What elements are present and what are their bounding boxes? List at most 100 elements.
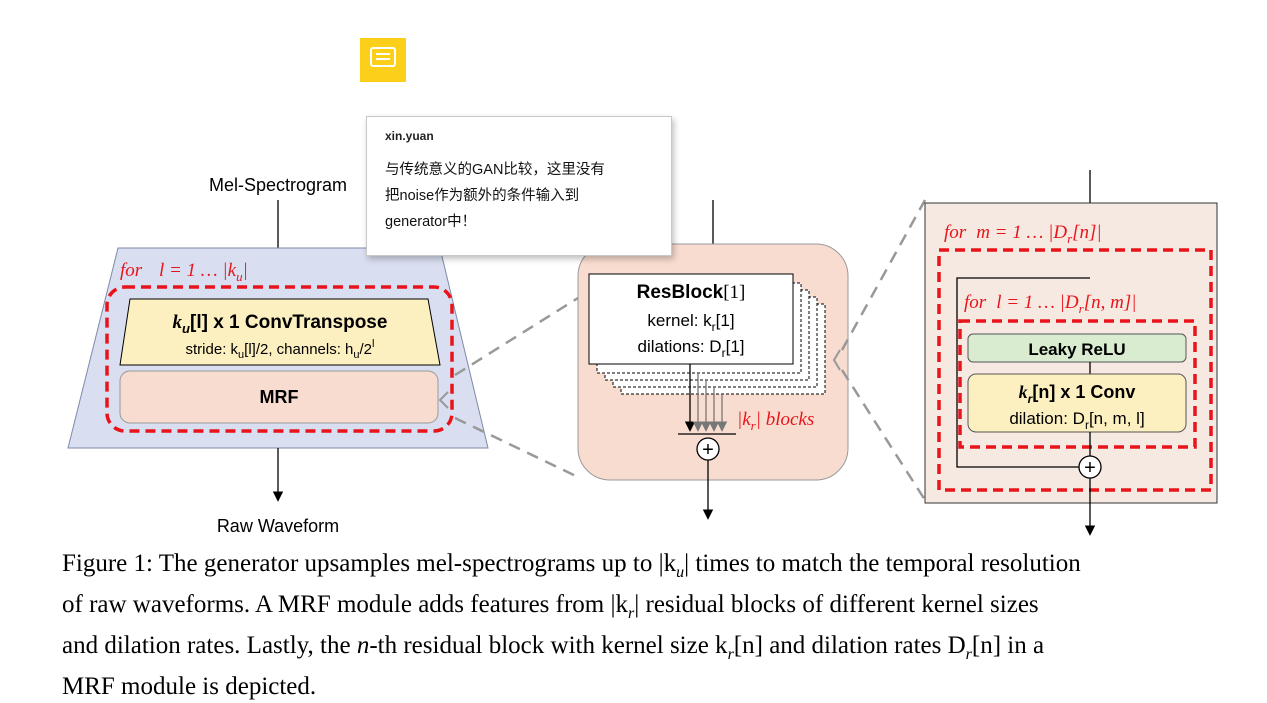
outer-sub: r bbox=[1067, 231, 1073, 246]
caption-line-1: Figure 1: The generator upsamples mel-sp… bbox=[62, 548, 1232, 589]
convT-stride: stride: k bbox=[186, 341, 239, 358]
conv-block bbox=[967, 373, 1187, 433]
output-label: Raw Waveform bbox=[217, 516, 339, 536]
input-label: Mel-Spectrogram bbox=[209, 175, 347, 195]
caption-line-4: MRF module is depicted. bbox=[62, 673, 317, 700]
inner-b: [n, m]| bbox=[1084, 292, 1137, 313]
comment-icon-line-1 bbox=[376, 53, 390, 55]
left-loop-sub: u bbox=[236, 269, 243, 284]
mrf-label: MRF bbox=[260, 387, 299, 407]
resblock-dilations: dilations: Dr[1] bbox=[637, 337, 744, 360]
blocks-sub: r bbox=[751, 418, 757, 433]
blocks-b: | blocks bbox=[756, 409, 815, 430]
left-loop-dashed-box bbox=[105, 285, 454, 433]
blocks-label: |kr| blocks bbox=[737, 409, 814, 433]
resblock-1 bbox=[588, 273, 794, 365]
inner-loop-label: for l = 1 … |Dr[n, m]| bbox=[964, 292, 1136, 316]
convT-ch-sup: l bbox=[372, 338, 374, 350]
dil-sub: r bbox=[722, 346, 726, 360]
left-loop-label: for l = 1 … |ku| bbox=[120, 260, 248, 284]
figure-caption: Figure 1: The generator upsamples mel-sp… bbox=[62, 548, 1232, 703]
inner-loop-dashed-box bbox=[958, 319, 1197, 449]
conv-title: kr[n] x 1 Conv bbox=[1019, 382, 1136, 406]
zoom-connector-top-2 bbox=[840, 199, 927, 351]
left-loop-var: l = 1 … |k bbox=[159, 260, 237, 281]
zoom-connector-bottom bbox=[454, 416, 581, 480]
cap-1b: | times to match the temporal resolution bbox=[684, 550, 1081, 577]
convT-k: k bbox=[173, 312, 183, 333]
caption-line-2: of raw waveforms. A MRF module adds feat… bbox=[62, 589, 1232, 630]
mrf-bracket-left bbox=[438, 391, 449, 409]
comment-body: 与传统意义的GAN比较，这里没有把noise作为额外的条件输入到 generato… bbox=[385, 157, 653, 235]
inner-sub: r bbox=[1079, 301, 1085, 316]
resblock-title-b: [1] bbox=[723, 282, 745, 303]
conv-transpose-block bbox=[119, 298, 441, 366]
conv-k: k bbox=[1019, 382, 1028, 402]
cap-1-sub: u bbox=[676, 564, 685, 581]
cap-3-n: n bbox=[356, 632, 370, 659]
leaky-relu-block bbox=[967, 333, 1187, 363]
kernel-a: kernel: k bbox=[647, 311, 712, 330]
mrf-block bbox=[119, 370, 439, 424]
zoom-connector-bottom-2 bbox=[840, 369, 927, 501]
cap-3c: [n] and dilation rates D bbox=[733, 632, 966, 659]
resblock-arrows bbox=[678, 364, 736, 435]
cap-3-sub1: r bbox=[727, 646, 734, 663]
comment-icon[interactable] bbox=[360, 38, 406, 82]
comment-line-2: 把noise作为额外的条件输入到 bbox=[385, 188, 580, 204]
convT-stride-b: [l]/2, channels: h bbox=[244, 341, 353, 358]
conv-dil-sub: r bbox=[1085, 418, 1089, 432]
comment-icon-line-2 bbox=[376, 58, 390, 60]
outer-var: m = 1 … |D bbox=[976, 222, 1067, 243]
mid-plus: + bbox=[702, 439, 714, 461]
right-plus: + bbox=[1084, 457, 1096, 479]
cap-3-sub2: r bbox=[965, 646, 972, 663]
residual-skip-line bbox=[956, 277, 1090, 468]
comment-author: xin.yuan bbox=[385, 129, 434, 143]
left-loop-for: for bbox=[120, 260, 143, 281]
inner-var: l = 1 … |D bbox=[996, 292, 1079, 313]
comment-icon-frame bbox=[370, 47, 396, 67]
cap-2a: of raw waveforms. A MRF module adds feat… bbox=[62, 591, 629, 618]
inner-for: for bbox=[964, 292, 987, 313]
outer-for: for bbox=[944, 222, 967, 243]
outer-loop-label: for m = 1 … |Dr[n]| bbox=[944, 222, 1102, 246]
cap-1a: Figure 1: The generator upsamples mel-sp… bbox=[62, 550, 677, 577]
zoom-connector-top bbox=[454, 296, 579, 377]
conv-rest: [n] x 1 Conv bbox=[1032, 382, 1135, 402]
conv-dil-a: dilation: D bbox=[1009, 409, 1085, 428]
cap-3b: -th residual block with kernel size k bbox=[369, 632, 728, 659]
conv-transpose-params: stride: ku[l]/2, channels: hu/2l bbox=[186, 338, 375, 361]
conv-dil-b: [n, m, l] bbox=[1089, 409, 1145, 428]
convT-ch-sub: u bbox=[353, 349, 359, 361]
cap-3a: and dilation rates. Lastly, the bbox=[62, 632, 357, 659]
kernel-sub: r bbox=[712, 320, 716, 334]
conv-transpose-title: ku[l] x 1 ConvTranspose bbox=[173, 312, 388, 336]
conv-k-sub: r bbox=[1028, 392, 1034, 406]
outer-loop-dashed-box bbox=[937, 248, 1213, 492]
convT-ch-b: /2 bbox=[360, 341, 373, 358]
dil-a: dilations: D bbox=[637, 337, 721, 356]
resblock-bracket bbox=[832, 349, 841, 371]
leaky-relu-label: Leaky ReLU bbox=[1028, 340, 1125, 359]
comment-line-1: 与传统意义的GAN比较，这里没有 bbox=[385, 162, 605, 178]
convT-rest: [l] x 1 ConvTranspose bbox=[190, 312, 387, 333]
resblock-title-a: ResBlock bbox=[637, 282, 724, 303]
comment-popup: xin.yuan 与传统意义的GAN比较，这里没有把noise作为额外的条件输入… bbox=[366, 116, 672, 256]
cap-3d: [n] in a bbox=[971, 632, 1045, 659]
comment-line-3: generator中！ bbox=[385, 214, 477, 230]
caption-line-3: and dilation rates. Lastly, the n-th res… bbox=[62, 630, 1232, 671]
outer-b: [n]| bbox=[1072, 222, 1102, 243]
convT-k-sub: u bbox=[182, 321, 190, 336]
conv-dilation: dilation: Dr[n, m, l] bbox=[1009, 409, 1144, 432]
kernel-b: [1] bbox=[716, 311, 735, 330]
cap-2b: | residual blocks of different kernel si… bbox=[634, 591, 1039, 618]
convT-stride-sub: u bbox=[238, 349, 244, 361]
resblock-kernel: kernel: kr[1] bbox=[647, 311, 734, 334]
blocks-a: |k bbox=[737, 409, 751, 430]
resblock-title: ResBlock[1] bbox=[637, 282, 746, 303]
dil-b: [1] bbox=[726, 337, 745, 356]
cap-2-sub: r bbox=[628, 605, 635, 622]
